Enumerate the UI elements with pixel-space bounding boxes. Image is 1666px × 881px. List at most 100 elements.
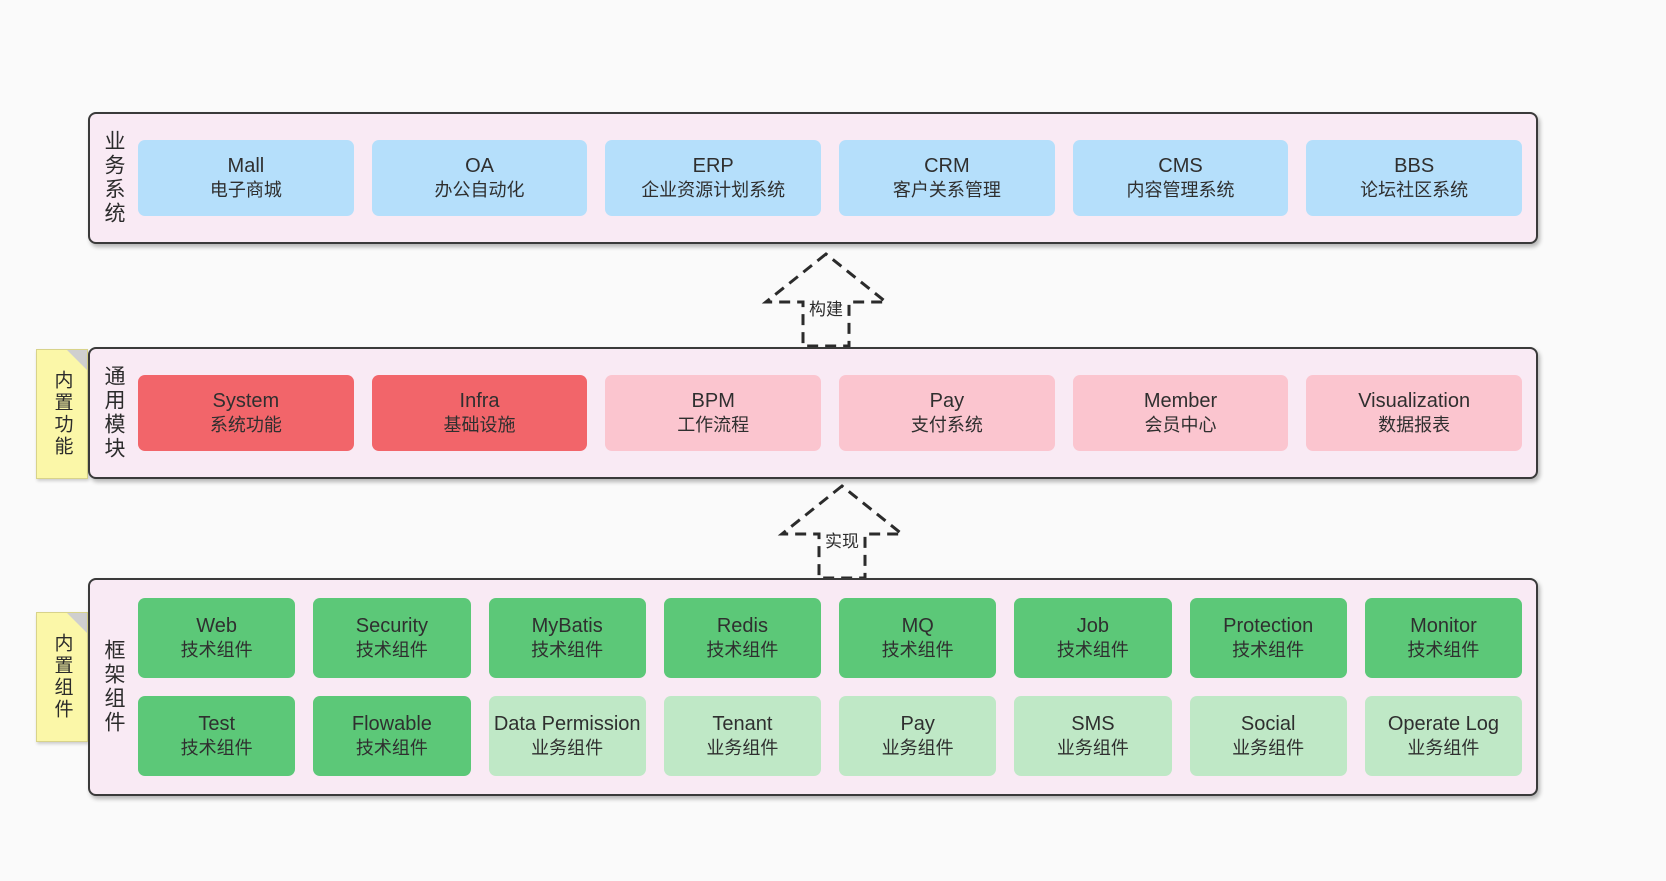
card-erp[interactable]: ERP 企业资源计划系统	[605, 140, 822, 216]
card-title-en: Redis	[716, 614, 768, 637]
card-title-cn: 技术组件	[1232, 640, 1305, 661]
card-title-en: Job	[1076, 614, 1110, 637]
card-mall[interactable]: Mall 电子商城	[138, 140, 354, 216]
card-title-cn: 会员中心	[1144, 415, 1217, 436]
card-title-cn: 技术组件	[706, 640, 779, 661]
layer-framework-body: Web 技术组件 Security 技术组件 MyBatis 技术组件 Redi…	[138, 580, 1536, 794]
layer-common-modules: 通用模块 System 系统功能 Infra 基础设施 BPM 工作流程 Pay…	[88, 347, 1538, 479]
card-pay[interactable]: Pay 支付系统	[839, 375, 1055, 451]
card-title-cn: 技术组件	[180, 738, 253, 759]
card-data-permission[interactable]: Data Permission 业务组件	[488, 696, 646, 776]
card-redis[interactable]: Redis 技术组件	[663, 598, 822, 678]
card-title-en: MQ	[901, 614, 934, 637]
card-monitor[interactable]: Monitor 技术组件	[1364, 598, 1523, 678]
card-title-en: Operate Log	[1387, 712, 1500, 735]
card-bbs[interactable]: BBS 论坛社区系统	[1306, 140, 1522, 216]
card-visualization[interactable]: Visualization 数据报表	[1306, 375, 1522, 451]
card-oa[interactable]: OA 办公自动化	[371, 140, 588, 216]
card-title-en: System	[212, 389, 280, 412]
card-title-en: MyBatis	[531, 614, 603, 637]
card-title-cn: 工作流程	[677, 415, 750, 436]
layer-business-title: 业务系统	[102, 130, 126, 226]
connector-build: 构建	[746, 250, 906, 350]
card-title-en: Pay	[929, 389, 965, 412]
card-infra[interactable]: Infra 基础设施	[371, 375, 588, 451]
card-title-en: CRM	[924, 154, 970, 177]
card-flowable[interactable]: Flowable 技术组件	[313, 696, 471, 776]
card-title-cn: 技术组件	[355, 738, 428, 759]
card-title-en: Security	[355, 614, 429, 637]
sticky-note-label: 内置功能	[51, 370, 73, 458]
card-test[interactable]: Test 技术组件	[138, 696, 296, 776]
card-title-cn: 内容管理系统	[1126, 180, 1235, 201]
card-title-en: Monitor	[1410, 614, 1477, 637]
card-member[interactable]: Member 会员中心	[1072, 375, 1289, 451]
connector-build-svg	[761, 252, 891, 348]
card-title-cn: 技术组件	[1407, 640, 1480, 661]
sticky-note-builtin-component: 内置组件	[36, 612, 88, 742]
card-protection[interactable]: Protection 技术组件	[1189, 598, 1347, 678]
card-title-en: Mall	[227, 154, 265, 177]
modules-card-row: System 系统功能 Infra 基础设施 BPM 工作流程 Pay 支付系统…	[138, 375, 1522, 451]
connector-realize-label: 实现	[825, 532, 859, 551]
card-title-cn: 业务组件	[531, 738, 604, 759]
connector-realize: 实现	[762, 482, 922, 582]
card-title-en: BPM	[691, 389, 735, 412]
card-operate-log[interactable]: Operate Log 业务组件	[1364, 696, 1523, 776]
card-title-en: Web	[196, 614, 238, 637]
card-title-cn: 系统功能	[209, 415, 282, 436]
card-title-cn: 技术组件	[355, 640, 428, 661]
framework-tech-row: Web 技术组件 Security 技术组件 MyBatis 技术组件 Redi…	[138, 598, 1523, 678]
card-title-en: Test	[198, 712, 236, 735]
sticky-fold-icon	[67, 350, 87, 370]
card-title-en: Tenant	[712, 712, 773, 735]
card-title-cn: 业务组件	[881, 738, 954, 759]
card-title-en: Data Permission	[493, 712, 641, 735]
generalization-arrow-shape	[761, 252, 891, 348]
layer-business-system: 业务系统 Mall 电子商城 OA 办公自动化 ERP 企业资源计划系统 CRM…	[88, 112, 1538, 244]
card-title-en: Social	[1240, 712, 1296, 735]
layer-modules-title: 通用模块	[102, 365, 126, 461]
card-system[interactable]: System 系统功能	[138, 375, 354, 451]
card-pay-component[interactable]: Pay 业务组件	[839, 696, 997, 776]
card-security[interactable]: Security 技术组件	[313, 598, 471, 678]
card-title-en: Pay	[900, 712, 935, 735]
card-title-cn: 业务组件	[1056, 738, 1129, 759]
card-mybatis[interactable]: MyBatis 技术组件	[488, 598, 646, 678]
card-bpm[interactable]: BPM 工作流程	[605, 375, 822, 451]
card-web[interactable]: Web 技术组件	[138, 598, 296, 678]
card-social[interactable]: Social 业务组件	[1189, 696, 1347, 776]
card-title-cn: 业务组件	[1232, 738, 1305, 759]
card-title-cn: 业务组件	[706, 738, 779, 759]
sticky-note-builtin-function: 内置功能	[36, 349, 88, 479]
card-title-cn: 技术组件	[180, 640, 253, 661]
card-title-cn: 业务组件	[1407, 738, 1480, 759]
card-title-cn: 技术组件	[881, 640, 954, 661]
card-crm[interactable]: CRM 客户关系管理	[839, 140, 1055, 216]
card-mq[interactable]: MQ 技术组件	[839, 598, 997, 678]
framework-business-row: Test 技术组件 Flowable 技术组件 Data Permission …	[138, 696, 1523, 776]
card-title-en: ERP	[692, 154, 734, 177]
sticky-fold-icon	[67, 613, 87, 633]
card-title-cn: 办公自动化	[434, 180, 525, 201]
layer-modules-body: System 系统功能 Infra 基础设施 BPM 工作流程 Pay 支付系统…	[138, 349, 1536, 477]
card-job[interactable]: Job 技术组件	[1014, 598, 1172, 678]
card-title-cn: 技术组件	[1056, 640, 1129, 661]
card-tenant[interactable]: Tenant 业务组件	[663, 696, 822, 776]
card-cms[interactable]: CMS 内容管理系统	[1072, 140, 1289, 216]
card-title-en: BBS	[1394, 154, 1435, 177]
card-title-en: Infra	[459, 389, 500, 412]
card-title-en: Member	[1143, 389, 1218, 412]
card-title-en: Flowable	[351, 712, 432, 735]
card-title-cn: 论坛社区系统	[1360, 180, 1469, 201]
card-title-cn: 基础设施	[443, 415, 516, 436]
card-sms[interactable]: SMS 业务组件	[1014, 696, 1172, 776]
card-title-cn: 电子商城	[209, 180, 282, 201]
connector-build-label: 构建	[809, 300, 843, 319]
layer-framework-components: 框架组件 Web 技术组件 Security 技术组件 MyBatis 技术组件…	[88, 578, 1538, 796]
card-title-cn: 数据报表	[1378, 415, 1451, 436]
card-title-cn: 技术组件	[531, 640, 604, 661]
card-title-en: OA	[465, 154, 494, 177]
card-title-cn: 客户关系管理	[892, 180, 1001, 201]
card-title-en: SMS	[1071, 712, 1115, 735]
